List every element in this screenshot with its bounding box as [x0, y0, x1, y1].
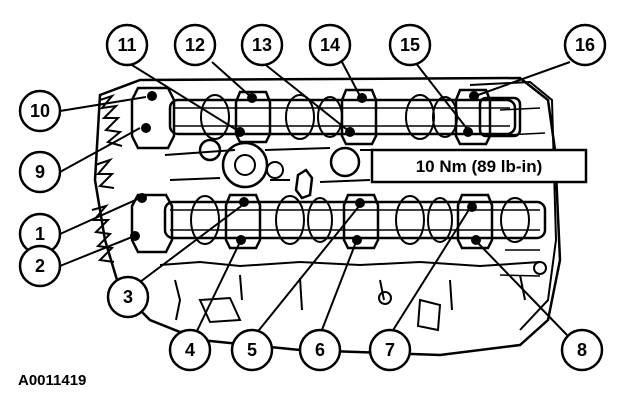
callout-7: 7	[368, 328, 412, 372]
callout-16: 16	[563, 23, 607, 67]
callout-2: 2	[18, 244, 62, 288]
svg-text:12: 12	[185, 35, 205, 55]
svg-text:15: 15	[400, 35, 420, 55]
svg-text:13: 13	[252, 35, 272, 55]
svg-text:9: 9	[35, 162, 45, 182]
torque-spec-text: 10 Nm (89 lb-in)	[416, 157, 543, 176]
callout-13: 13	[240, 23, 284, 67]
callout-4: 4	[168, 328, 212, 372]
callout-8: 8	[560, 328, 604, 372]
upper-bearing-caps	[130, 86, 492, 150]
callout-11: 11	[105, 23, 149, 67]
svg-text:3: 3	[123, 287, 133, 307]
callout-15: 15	[388, 23, 432, 67]
figure-id-label: A0011419	[18, 372, 86, 389]
svg-text:6: 6	[315, 340, 325, 360]
gear-teeth-upper	[94, 93, 123, 189]
lower-bearing-caps	[130, 193, 494, 254]
svg-text:16: 16	[575, 35, 595, 55]
torque-spec-box: 10 Nm (89 lb-in)	[370, 148, 588, 184]
svg-text:1: 1	[35, 224, 45, 244]
svg-text:7: 7	[385, 340, 395, 360]
lower-head-details	[159, 260, 547, 332]
callout-1: 1	[18, 212, 62, 256]
callout-6: 6	[298, 328, 342, 372]
svg-text:14: 14	[320, 35, 340, 55]
callout-12: 12	[173, 23, 217, 67]
callout-3: 3	[106, 275, 150, 319]
callout-5: 5	[230, 328, 274, 372]
callout-14: 14	[308, 23, 352, 67]
gear-teeth-lower	[91, 204, 115, 263]
callout-10: 10	[18, 89, 62, 133]
leader-lines	[59, 61, 571, 336]
callout-bubbles: 10 9 1 2 11 12 13 14	[18, 23, 607, 372]
cylinder-head-illustration	[91, 76, 562, 357]
svg-text:2: 2	[35, 256, 45, 276]
svg-text:11: 11	[117, 35, 136, 55]
svg-text:8: 8	[577, 340, 587, 360]
callout-9: 9	[18, 150, 62, 194]
svg-text:10: 10	[30, 101, 50, 121]
svg-text:5: 5	[247, 340, 257, 360]
svg-text:4: 4	[185, 340, 195, 360]
